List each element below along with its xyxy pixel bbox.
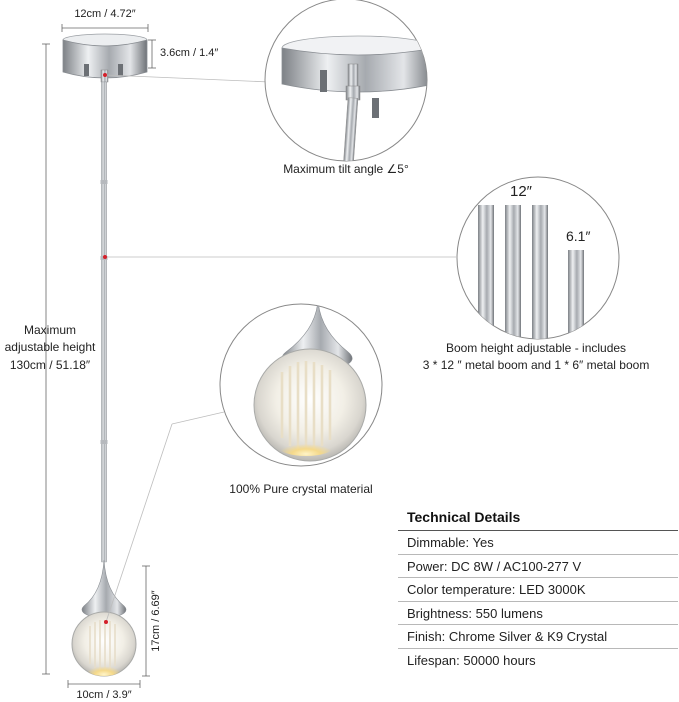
technical-details-table: Technical Details Dimmable: Yes Power: D…: [398, 504, 678, 672]
boom-short-label: 6.1″: [566, 228, 591, 244]
downrod: [101, 81, 107, 563]
tilt-caption: Maximum tilt angle ∠5°: [283, 162, 409, 176]
crystal-caption: 100% Pure crystal material: [229, 482, 373, 496]
downrod-joint: [100, 180, 108, 184]
pendant-shade: [71, 559, 137, 677]
leader-line-crystal: [171, 411, 225, 425]
crystal-detail-circle: [219, 303, 383, 467]
spec-row-color-temperature: Color temperature: LED 3000K: [398, 578, 678, 602]
marker-dot: [104, 620, 108, 624]
leader-line-tilt: [105, 74, 271, 83]
boom-caption-line-1: Boom height adjustable - includes: [445, 341, 627, 355]
spec-row-lifespan: Lifespan: 50000 hours: [407, 652, 536, 668]
boom-long-label: 12″: [510, 183, 532, 200]
downrod-joint: [100, 440, 108, 444]
max-height-line-1: Maximum: [23, 323, 76, 337]
boom-caption-line-2: 3 * 12 ″ metal boom and 1 * 6″ metal boo…: [422, 358, 650, 373]
spec-row-dimmable: Dimmable: Yes: [398, 531, 678, 555]
canopy-width-label: 12cm / 4.72″: [74, 8, 136, 20]
marker-dot: [103, 255, 107, 259]
shade-height-label: 17cm / 6.69″: [150, 590, 162, 652]
max-height-line-3: 130cm / 51.18″: [9, 357, 91, 372]
canopy: [62, 33, 148, 83]
boom-detail-circle: [456, 176, 620, 340]
spec-row-finish: Finish: Chrome Silver & K9 Crystal: [398, 625, 678, 649]
boom-caption: Boom height adjustable - includes 3 * 12…: [394, 340, 678, 375]
marker-dot: [103, 73, 107, 77]
max-height-line-2: adjustable height: [4, 340, 96, 355]
spec-row-power: Power: DC 8W / AC100-277 V: [398, 555, 678, 578]
canopy-height-label: 3.6cm / 1.4″: [160, 47, 219, 59]
spec-row-brightness: Brightness: 550 lumens: [398, 602, 678, 625]
leader-line-crystal: [105, 423, 173, 623]
max-height-label: Maximum adjustable height 130cm / 51.18″: [0, 322, 100, 374]
shade-width-label: 10cm / 3.9″: [76, 689, 132, 701]
tilt-detail-circle: [264, 0, 428, 162]
technical-details-title: Technical Details: [398, 504, 678, 531]
